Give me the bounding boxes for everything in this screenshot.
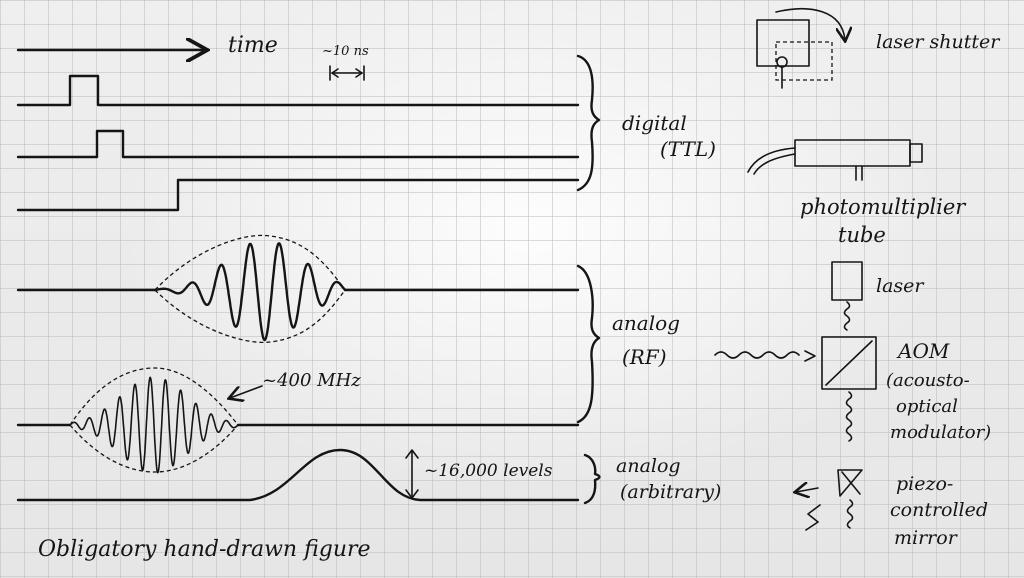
- rf-brace: [576, 264, 601, 424]
- aom-desc-3: modulator): [890, 422, 991, 443]
- rf-waveform-1: [16, 234, 580, 344]
- freq-arrow: [230, 385, 263, 398]
- aom-desc-1: (acousto-: [886, 370, 970, 391]
- laser-label: laser: [876, 275, 925, 297]
- digital-label: digital: [622, 111, 687, 135]
- time-label: time: [228, 33, 278, 58]
- digital-brace: [576, 54, 601, 192]
- levels-arrow: [405, 449, 419, 499]
- analog-arb-label: analog: [616, 455, 681, 477]
- levels-label: ~16,000 levels: [424, 461, 553, 481]
- ttl-label: (TTL): [660, 137, 716, 161]
- ttl-line-2: [16, 129, 580, 159]
- rf-label: (RF): [622, 345, 667, 369]
- laser-beam-squiggle: [843, 301, 851, 331]
- piezo-mirror-drawing: [796, 469, 863, 531]
- rf-waveform-2: [16, 367, 580, 474]
- ten-ns-label: ~10 ns: [322, 44, 369, 59]
- arbitrary-brace: [583, 453, 601, 505]
- aom-drawing: [714, 336, 877, 442]
- pmt-label-2: tube: [838, 223, 886, 247]
- aom-desc-2: optical: [896, 396, 958, 417]
- arbitrary-waveform: [16, 448, 580, 502]
- aom-label: AOM: [896, 339, 950, 363]
- ttl-line-1: [16, 74, 580, 107]
- ttl-line-3: [16, 178, 580, 212]
- piezo-label-3: mirror: [894, 527, 959, 549]
- laser-shutter-drawing: [756, 8, 845, 89]
- arbitrary-label: (arbitrary): [620, 481, 721, 503]
- ten-ns-scale-marker: [329, 65, 365, 81]
- caption: Obligatory hand-drawn figure: [38, 537, 371, 562]
- laser-drawing: [831, 261, 863, 301]
- piezo-label-2: controlled: [890, 499, 988, 521]
- laser-shutter-label: laser shutter: [876, 31, 1001, 53]
- analog-rf-label: analog: [612, 311, 680, 335]
- piezo-label-1: piezo-: [896, 473, 953, 495]
- freq-label: ~400 MHz: [262, 370, 361, 391]
- pmt-label-1: photomultiplier: [800, 195, 967, 219]
- pmt-drawing: [747, 139, 923, 181]
